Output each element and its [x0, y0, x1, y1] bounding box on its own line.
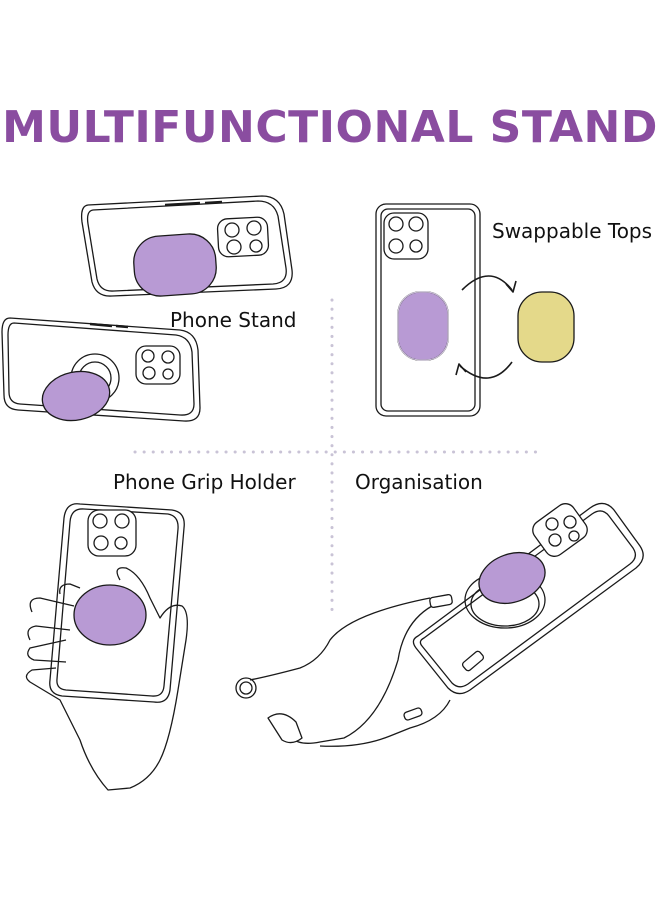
grip-holder-illustration	[25, 503, 188, 791]
dotted-divider	[133, 298, 542, 612]
phone-stand-illustration	[1, 195, 293, 422]
page-title: MULTIFUNCTIONAL STAND	[2, 102, 658, 153]
swap-arrows-icon	[455, 275, 517, 379]
phone-grip-holder-label: Phone Grip Holder	[113, 470, 296, 494]
organisation-illustration	[235, 502, 644, 747]
organisation-label: Organisation	[355, 470, 483, 494]
phone-stand-label: Phone Stand	[170, 308, 297, 332]
swappable-tops-label: Swappable Tops	[492, 219, 653, 243]
swappable-tops-illustration	[375, 203, 575, 417]
